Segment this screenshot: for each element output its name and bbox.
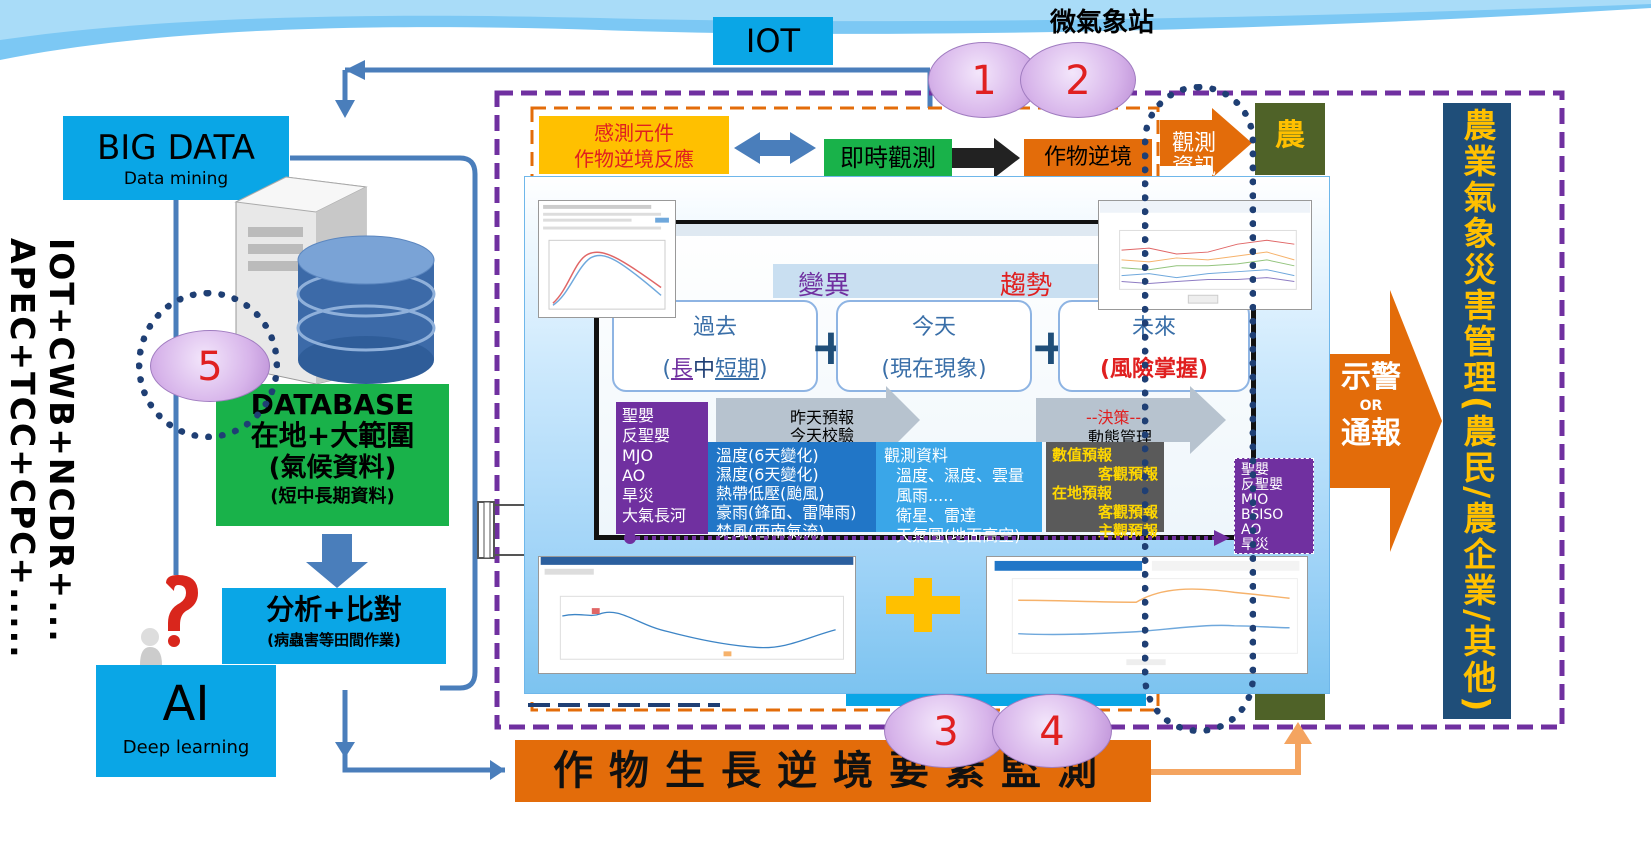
list-item: 天氣圖(地面高空) [896,526,1021,545]
list-item: 數值預報 [1052,446,1113,464]
period-future: 未來 (風險掌握) [1058,300,1250,392]
time-series-chart-thumbnail [538,556,856,674]
sensor-line-2: 作物逆境反應 [574,147,694,171]
temperature-chart-thumbnail [538,200,676,318]
data-sources-vertical-2: APEC+TCC+CPC+..... [3,238,42,660]
observation-data-list: 觀測資料 溫度、濕度、雲量 風雨..... 衛星、雷達 天氣圖(地面高空) [876,442,1042,545]
weather-station-label: 微氣象站 [1050,8,1155,38]
yesterday-forecast-label: 昨天預報 [790,408,855,427]
ai-box: AI Deep learning [96,665,276,777]
past-paren-close: ) [759,357,768,382]
step-circle-4: 4 [992,694,1112,768]
trend-band-arrows [598,224,1252,314]
big-data-title: BIG DATA [96,128,256,168]
step-circle-5: 5 [150,330,270,402]
climate-index-list-right: 聖嬰 反聖嬰 MJO BSISO AO 旱災 [1234,458,1314,554]
ai-title: AI [162,676,210,732]
database-line-3: (氣候資料) [268,453,397,483]
past-short: 短期 [715,357,760,382]
period-today: 今天 (現在現象) [836,300,1032,392]
big-data-subtitle: Data mining [123,169,229,189]
past-subtitle: (長中短期) [614,356,816,384]
sensor-line-1: 感測元件 [594,121,674,145]
report-word: 通報 [1341,416,1401,451]
past-paren-open: ( [662,357,671,382]
list-item: 熱帶低壓(颱風) [716,484,825,503]
ai-subtitle: Deep learning [122,737,250,758]
alert-arrow [1330,290,1442,552]
realtime-observation-box: 即時觀測 [824,139,952,177]
past-mid: 中 [692,357,715,382]
alert-label: 示警 OR 通報 [1333,360,1409,452]
future-subtitle: (風險掌握) [1099,357,1209,382]
list-item: 在地預報 [1052,484,1113,502]
multi-line-chart-thumbnail [1098,200,1312,310]
today-verify-label: 今天校驗 [790,426,855,445]
agriculture-box-bottom [1255,690,1325,720]
sensor-box: 感測元件 作物逆境反應 [539,116,729,174]
database-title: DATABASE [250,388,415,421]
weather-change-list: 溫度(6天變化) 濕度(6天變化) 熱帶低壓(颱風) 豪雨(鋒面、雷陣雨) 焚風… [708,442,876,541]
future-title: 未來 [1131,315,1176,340]
agriculture-box: 農 [1255,103,1325,175]
analysis-box: 分析+比對 (病蟲害等田間作業) [222,588,446,664]
list-item: 溫度、濕度、雲量 [896,466,1025,485]
past-long: 長 [670,357,693,382]
iot-label: IOT [713,17,833,65]
trend-label: 趨勢 [1000,271,1053,301]
alert-word: 示警 [1341,360,1401,395]
or-word: OR [1359,398,1383,414]
big-data-box: BIG DATA Data mining [63,116,289,200]
database-line-2: 在地+大範圍 [250,419,415,452]
dotted-highlight-ring-right [1142,84,1256,734]
crop-stress-box: 作物逆境 [1024,139,1152,177]
step-circle-3: 3 [884,694,1008,768]
timeline-dotted-arrow [624,530,1230,546]
list-item: 濕度(6天變化) [716,465,819,484]
data-sources-vertical-1: IOT+CWB+NCDR+... [42,238,81,644]
server-database-icon [234,176,436,385]
list-item: AO [622,466,646,485]
list-item: MJO [622,446,654,465]
analysis-title: 分析+比對 [266,593,402,626]
list-item: 豪雨(鋒面、雷陣雨) [716,503,857,522]
disaster-management-title: 農業氣象災害管理(農民/農企業/其他) [1443,103,1511,719]
process-arrows [716,386,1226,454]
database-line-4: (短中長期資料) [270,486,395,507]
list-item: 溫度(6天變化) [716,446,819,465]
today-title: 今天 [911,315,956,340]
list-item: 反聖嬰 [622,426,671,445]
list-item: 觀測資料 [884,446,949,465]
list-item: 聖嬰 [622,406,655,425]
decision-label: --決策-- [1086,408,1142,427]
list-item: 大氣長河 [622,506,687,525]
list-item: 衛星、雷達 [896,506,977,525]
gold-plus-icon [886,578,960,632]
past-title: 過去 [692,315,737,340]
question-mark-person-icon [132,575,220,665]
analysis-subtitle: (病蟲害等田間作業) [267,631,401,649]
variation-label: 變異 [798,271,851,301]
step-circle-2: 2 [1020,42,1136,118]
list-item: 旱災 [622,486,655,505]
dotted-highlight-ring-left [136,290,280,440]
today-subtitle: (現在現象) [881,357,987,382]
climate-index-list-left: 聖嬰 反聖嬰 MJO AO 旱災 大氣長河 [616,402,708,534]
list-item: 風雨..... [896,486,954,505]
